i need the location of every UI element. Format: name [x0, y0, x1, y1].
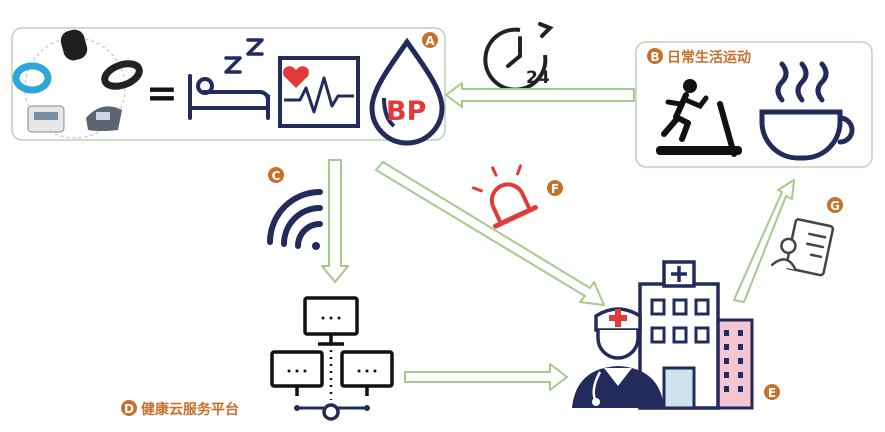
svg-text:C: C: [272, 169, 281, 183]
badge-c: C: [268, 167, 284, 183]
svg-text:B: B: [650, 50, 659, 64]
badge-e: E: [764, 384, 780, 400]
badge-g: G: [827, 197, 843, 213]
bp-label: BP: [386, 96, 426, 127]
badge-b: B: [647, 48, 663, 64]
equals-sign: =: [146, 71, 178, 115]
box-b: [635, 41, 873, 168]
badge-f: F: [547, 180, 563, 196]
coffee-cup-icon: [759, 61, 855, 161]
arrow-a-to-e: [375, 161, 605, 306]
wifi-signal-icon: [267, 189, 323, 250]
treadmill-runner-icon: [656, 79, 742, 157]
cloud-platform-network-icon: [270, 296, 394, 421]
arrow-d-to-e: [404, 363, 568, 391]
wearable-devices-icon: [12, 29, 143, 139]
svg-text:A: A: [425, 34, 435, 48]
health-record-document-icon: [770, 218, 835, 277]
box-b-title: 日常生活运动: [667, 49, 751, 66]
blood-pressure-drop-icon: BP: [369, 37, 445, 146]
svg-text:G: G: [830, 199, 840, 213]
badge-d: D: [121, 400, 137, 416]
alarm-siren-icon: [471, 164, 538, 229]
platform-title: 健康云服务平台: [141, 401, 239, 418]
arrow-e-to-b: [733, 179, 795, 303]
svg-text:E: E: [768, 386, 776, 400]
heart-monitor-icon: [278, 56, 360, 128]
clock-24-label: 24: [526, 68, 550, 88]
arrow-b-to-a: [445, 82, 635, 108]
arrow-a-to-d: [321, 159, 349, 283]
sleep-bed-icon: [188, 38, 270, 120]
badge-a: A: [422, 32, 438, 48]
svg-text:D: D: [124, 402, 134, 416]
svg-text:F: F: [551, 182, 559, 196]
doctor-icon: [572, 307, 664, 408]
clock-24h-icon: 24: [483, 22, 554, 92]
